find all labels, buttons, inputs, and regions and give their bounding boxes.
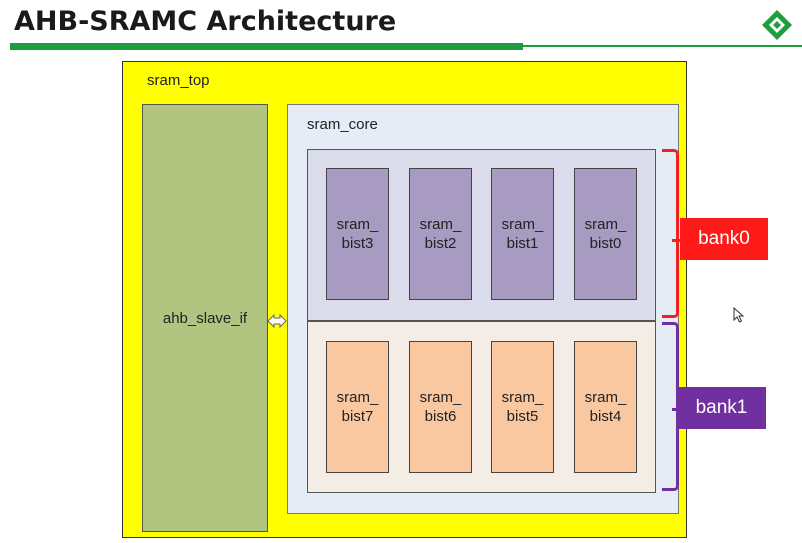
- cell-line2: bist1: [506, 235, 539, 252]
- cell-line1: sram_: [584, 216, 627, 233]
- cell-line1: sram_: [419, 216, 462, 233]
- sram-bist3-block: sram_ bist3: [326, 168, 389, 300]
- sram-bist7-block: sram_ bist7: [326, 341, 389, 473]
- cell-line1: sram_: [336, 389, 379, 406]
- cell-line1: sram_: [584, 389, 627, 406]
- sram-bist0-block: sram_ bist0: [574, 168, 637, 300]
- sram-bist4-block: sram_ bist4: [574, 341, 637, 473]
- title-underline-bar: [10, 43, 523, 50]
- cell-line1: sram_: [336, 216, 379, 233]
- cell-line2: bist0: [589, 235, 622, 252]
- cell-line2: bist5: [506, 408, 539, 425]
- bank1-bracket-tick: [672, 408, 678, 411]
- sram-core-label: sram_core: [307, 116, 378, 133]
- ahb-slave-if-block: ahb_slave_if: [142, 104, 268, 532]
- bank0-label: bank0: [680, 218, 768, 260]
- bank0-bracket-tick: [672, 239, 681, 242]
- cell-line2: bist2: [424, 235, 457, 252]
- bidirectional-arrow-icon: [267, 313, 287, 329]
- sram-bist5-block: sram_ bist5: [491, 341, 554, 473]
- page-title: AHB-SRAMC Architecture: [14, 6, 397, 37]
- cell-line1: sram_: [501, 216, 544, 233]
- cell-line2: bist3: [341, 235, 374, 252]
- sram-top-label: sram_top: [147, 72, 210, 89]
- sram-bist6-block: sram_ bist6: [409, 341, 472, 473]
- cell-line1: sram_: [501, 389, 544, 406]
- mouse-pointer-icon: [733, 307, 745, 323]
- sram-bist2-block: sram_ bist2: [409, 168, 472, 300]
- green-diamond-logo-icon: [762, 10, 792, 40]
- cell-line1: sram_: [419, 389, 462, 406]
- ahb-slave-if-label: ahb_slave_if: [162, 309, 248, 327]
- cell-line2: bist6: [424, 408, 457, 425]
- sram-bist1-block: sram_ bist1: [491, 168, 554, 300]
- cell-line2: bist4: [589, 408, 622, 425]
- bank1-label: bank1: [677, 387, 766, 429]
- bank0-bracket: [662, 149, 679, 318]
- title-underline-line: [523, 45, 802, 47]
- cell-line2: bist7: [341, 408, 374, 425]
